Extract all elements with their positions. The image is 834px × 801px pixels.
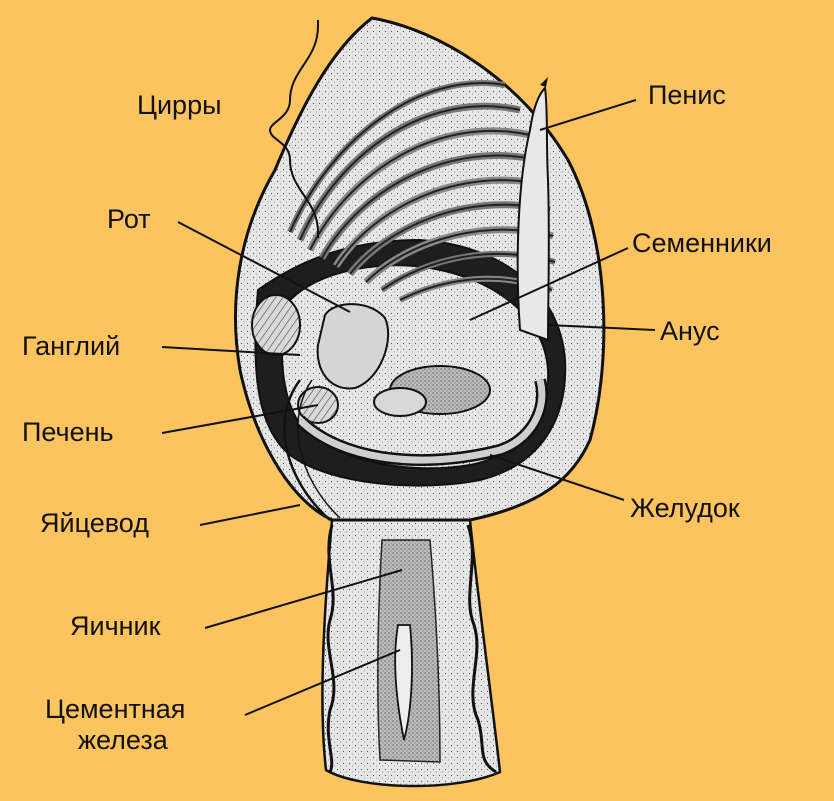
label-oviduct: Яйцевод	[40, 508, 149, 539]
label-cement-gland: Цементная железа	[45, 694, 245, 756]
label-testes: Семенники	[632, 228, 772, 259]
label-anus: Анус	[660, 316, 720, 347]
label-stomach: Желудок	[630, 493, 740, 524]
label-ovary: Яичник	[70, 611, 160, 642]
leader-oviduct	[200, 505, 300, 525]
ganglion-body	[252, 295, 300, 355]
label-cirri: Цирры	[137, 90, 222, 121]
label-cement-gland-line1: Цементная	[45, 694, 185, 724]
intestine-loop	[374, 388, 426, 416]
label-cement-gland-line2: железа	[45, 725, 168, 755]
label-penis: Пенис	[648, 80, 726, 111]
penis-tip	[540, 77, 548, 87]
label-ganglion: Ганглий	[22, 331, 120, 362]
label-liver: Печень	[22, 417, 114, 448]
label-mouth: Рот	[107, 204, 151, 235]
leader-penis	[540, 100, 636, 130]
